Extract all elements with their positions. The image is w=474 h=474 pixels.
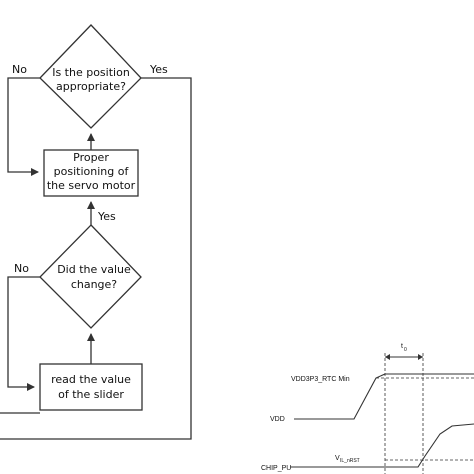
label-no-value: No (14, 262, 29, 275)
t0-label: t (401, 343, 403, 350)
process-servo-line3: the servo motor (47, 179, 136, 192)
connector-yes-position-loop (0, 77, 192, 440)
decision-position-appropriate: Is the position appropriate? (39, 24, 142, 129)
decision-position-line2: appropriate? (56, 80, 126, 93)
process-read-line1: read the value (51, 373, 131, 386)
t0-subscript: 0 (404, 347, 407, 353)
connector-no-position-loop (7, 77, 40, 176)
process-box-servo (43, 149, 139, 197)
vdd-waveform (294, 373, 474, 420)
label-yes-position: Yes (149, 63, 168, 76)
timing-diagram: t 0 VDD3P3_RTC Min VDD V IL_nRST CHIP_PU (261, 343, 474, 474)
vil-label: V (335, 455, 340, 462)
vdd-label: VDD (270, 416, 285, 423)
decision-value-change: Did the value change? (39, 224, 142, 329)
decision-value-line2: change? (71, 278, 117, 291)
decision-value-line1: Did the value (57, 263, 131, 276)
chip-pu-label: CHIP_PU (261, 465, 291, 472)
decision-diamond-value (39, 224, 142, 329)
chip-pu-waveform (290, 423, 474, 468)
vdd-min-label: VDD3P3_RTC Min (291, 376, 350, 383)
connector-no-value-loop (7, 276, 40, 391)
process-servo-line1: Proper (73, 151, 109, 164)
process-read-slider: read the value of the slider (39, 363, 143, 411)
decision-position-line1: Is the position (52, 66, 130, 79)
process-servo-positioning: Proper positioning of the servo motor (43, 149, 139, 197)
vil-subscript: IL_nRST (340, 458, 360, 464)
decision-diamond-position (39, 24, 142, 129)
process-servo-line2: positioning of (54, 165, 130, 178)
label-no-position: No (12, 63, 27, 76)
process-read-line2: of the slider (58, 388, 124, 401)
label-yes-value: Yes (97, 210, 116, 223)
process-box-read (39, 363, 143, 411)
